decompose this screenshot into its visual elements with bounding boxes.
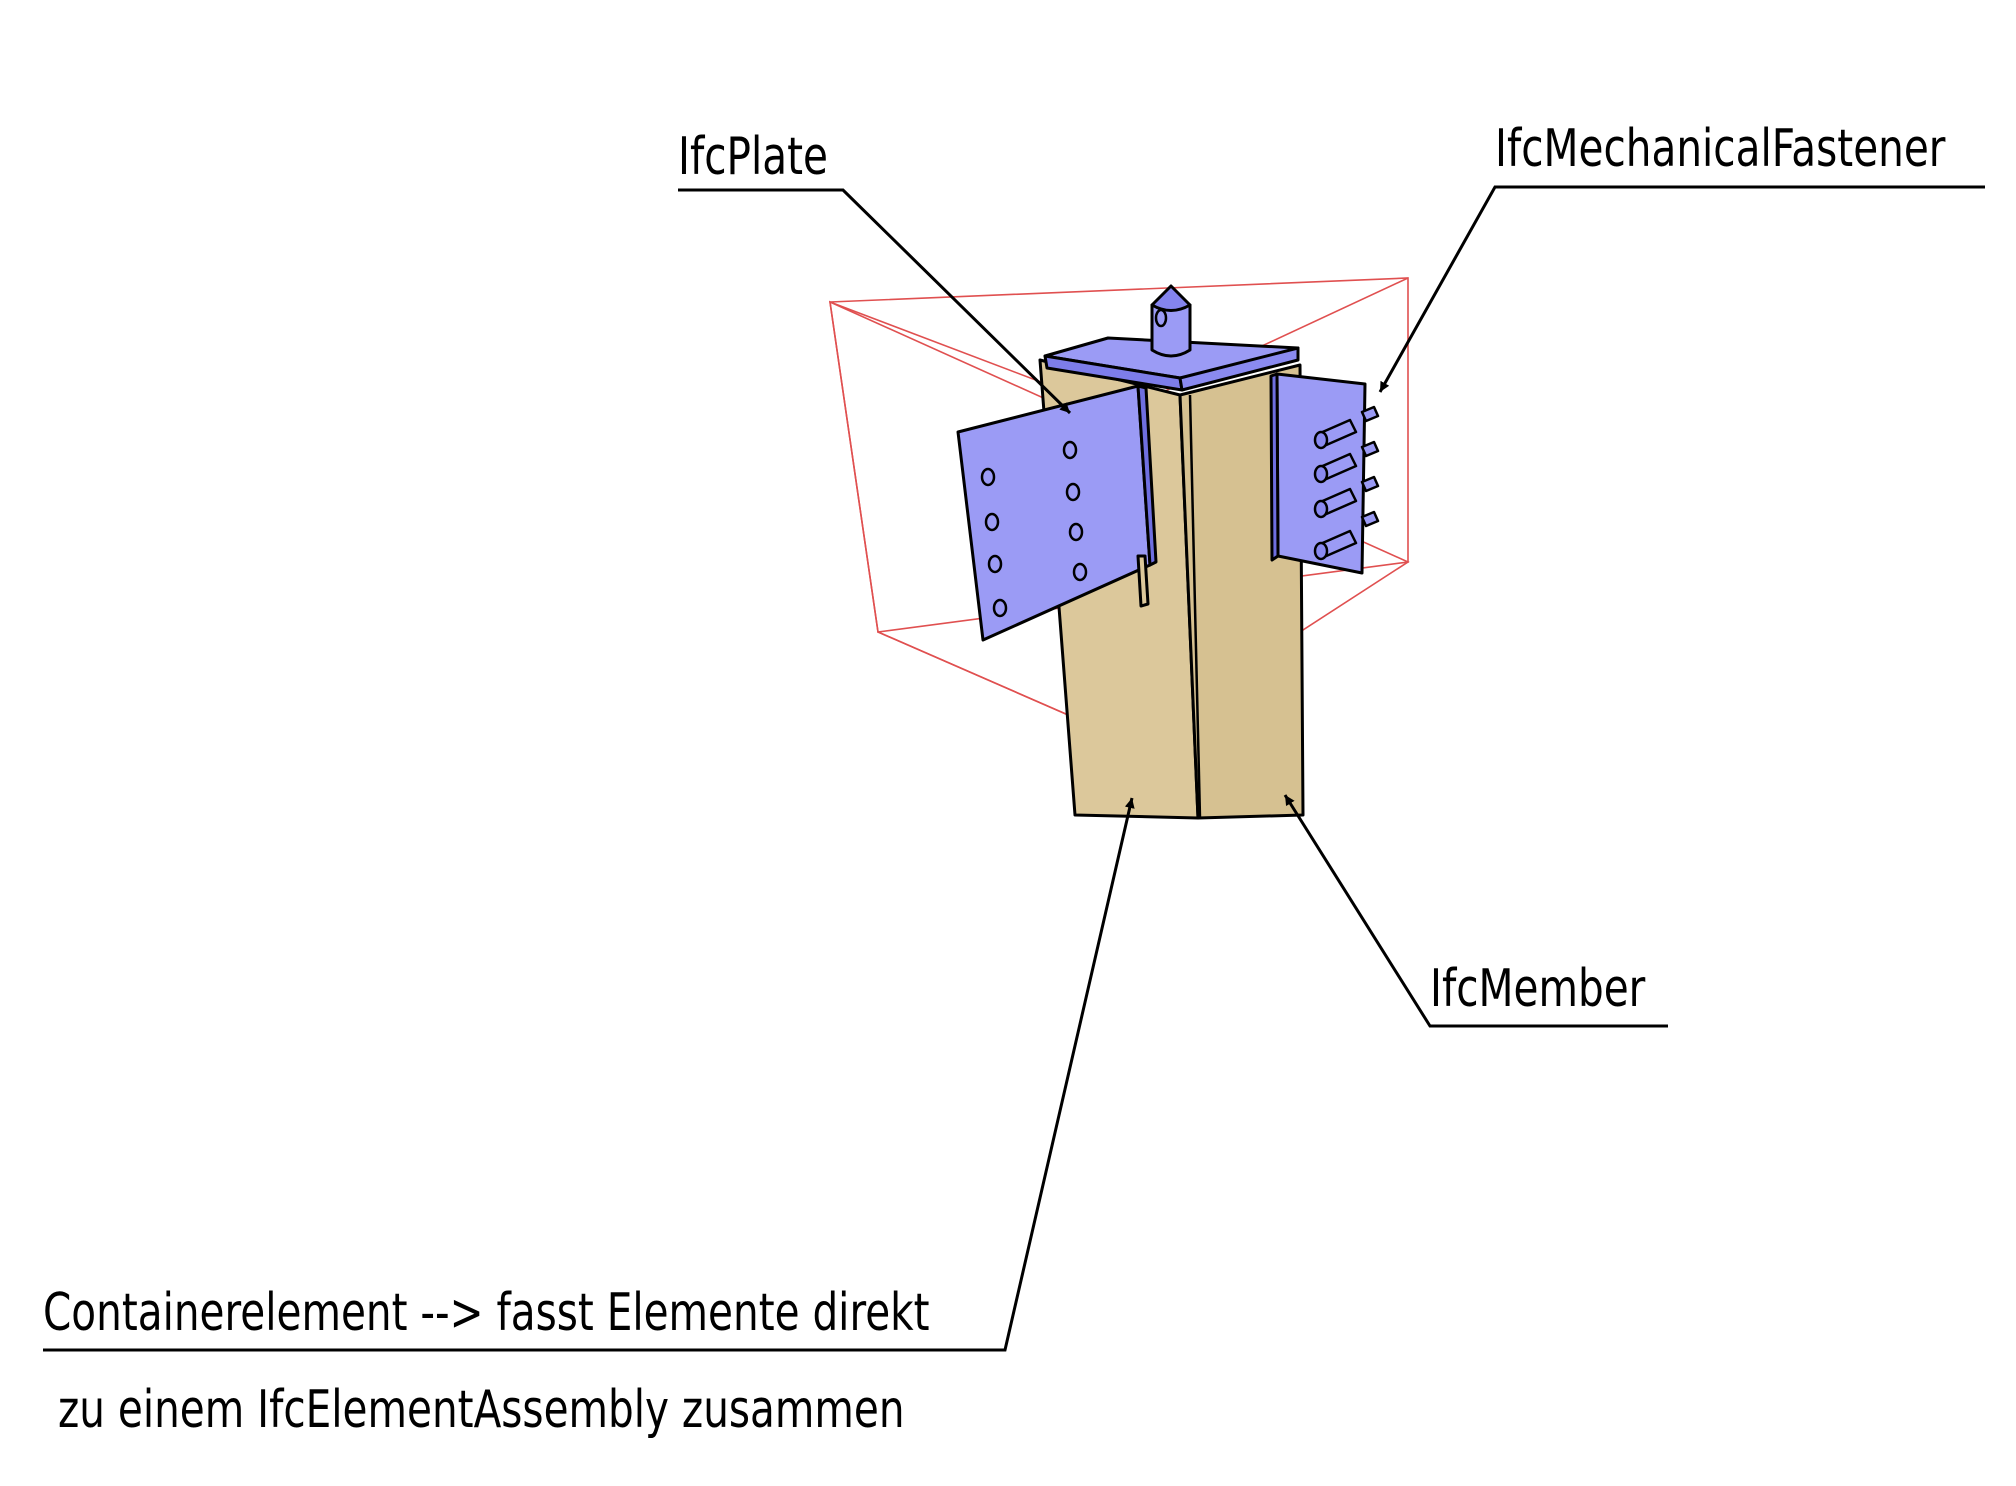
plate-hole <box>1062 440 1078 460</box>
member-slot-line <box>1188 394 1202 819</box>
leader-plate <box>678 188 1072 415</box>
label-container-line1: Containerelement --> fasst Elemente dire… <box>43 1282 930 1342</box>
dowel-hole <box>1154 308 1168 328</box>
leader-fastener <box>1378 185 1985 393</box>
mechanical-fastener <box>1313 475 1380 519</box>
plate-hole <box>980 467 996 487</box>
plate-hole <box>987 554 1003 574</box>
plate-hole <box>984 512 1000 532</box>
fasteners <box>1313 405 1380 561</box>
top-plate <box>1043 336 1300 392</box>
leader-container <box>43 797 1135 1352</box>
left-plate-holes <box>980 440 1088 618</box>
left-plate-slot <box>1136 554 1150 608</box>
top-plate-side-edge <box>1178 346 1300 392</box>
plate-hole <box>1068 522 1084 542</box>
label-ifcplate: IfcPlate <box>678 126 828 186</box>
plate-hole <box>1072 562 1088 582</box>
label-ifcmechanicalfastener: IfcMechanicalFastener <box>1495 118 1946 178</box>
dowel-tip <box>1150 284 1192 312</box>
plate-hole <box>1065 482 1081 502</box>
label-ifcmember: IfcMember <box>1430 958 1646 1018</box>
mechanical-fastener <box>1313 510 1380 561</box>
side-plate-left <box>956 384 1158 642</box>
leader-member <box>1283 794 1668 1028</box>
side-plate-right <box>1269 372 1380 575</box>
mechanical-fastener <box>1313 440 1380 484</box>
dowel-shaft <box>1150 303 1192 358</box>
left-plate-edge <box>1136 384 1158 567</box>
leader-lines <box>43 185 1985 1352</box>
plate-hole <box>992 598 1008 618</box>
dowel <box>1150 284 1192 358</box>
labels: IfcPlate IfcMechanicalFastener IfcMember… <box>43 118 1946 1439</box>
label-container-line2: zu einem IfcElementAssembly zusammen <box>58 1379 905 1439</box>
right-plate-edge <box>1269 372 1280 562</box>
mechanical-fastener <box>1313 405 1380 450</box>
